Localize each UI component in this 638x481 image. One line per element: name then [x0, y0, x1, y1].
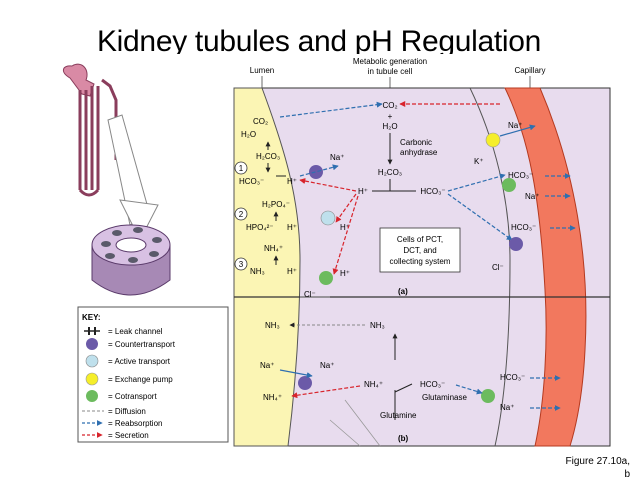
- panel-b-label: (b): [398, 434, 409, 443]
- carbonic-anhydrase-line1: Carbonic: [400, 138, 432, 147]
- key-item-leak-channel: = Leak channel: [108, 327, 163, 336]
- nh3-lumen-b: NH₃: [265, 321, 280, 330]
- step-3-marker: [234, 257, 248, 271]
- co2-cell: CO₂: [382, 101, 397, 110]
- cells-info-line3: collecting system: [390, 257, 451, 266]
- cotransport-b: [481, 389, 495, 403]
- key-title: KEY:: [82, 313, 101, 322]
- lumen-co2: CO₂: [253, 117, 268, 126]
- key-item-secretion: = Secretion: [108, 431, 149, 440]
- hco3-basolateral-2: HCO₃⁻: [511, 223, 536, 232]
- step-3-number: 3: [239, 260, 244, 269]
- panel-a-label: (a): [398, 287, 408, 296]
- glutamine-label: Glutamine: [380, 411, 417, 420]
- lumen-region: [233, 87, 301, 447]
- na-capillary-b: Na⁺: [500, 403, 514, 412]
- active-transport-h: [320, 210, 336, 226]
- metabolic-header-line1: Metabolic generation: [353, 57, 427, 66]
- lumen-header: Lumen: [250, 66, 274, 75]
- cotransport-h-cl: [319, 271, 333, 285]
- key-countertransport-icon: [86, 338, 98, 350]
- caption-line2: b: [624, 469, 630, 480]
- nh4-lumen-b: NH₄⁺: [263, 393, 282, 402]
- cells-info-line1: Cells of PCT,: [397, 235, 443, 244]
- countertransport-na-h: [309, 165, 323, 179]
- lumen-h2co3: H₂CO₃: [256, 152, 280, 161]
- na-basolateral-1: Na⁺: [508, 121, 522, 130]
- panel-a: CO₂ + H₂O Carbonic anhydrase H₂CO₃ H⁺ HC…: [234, 101, 576, 299]
- h-apical-3: H⁺: [340, 269, 350, 278]
- hco3-cell: HCO₃⁻: [420, 187, 445, 196]
- h-ion-cell: H⁺: [358, 187, 368, 196]
- panel-b: NH₃ NH₃ Na⁺ Na⁺ NH₄⁺ NH₄⁺ HCO₃⁻ Glutamin…: [260, 321, 561, 443]
- lumen-nh3: NH₃: [250, 267, 265, 276]
- lumen-h2po4: H₂PO₄⁻: [262, 200, 290, 209]
- hco3-basolateral-1: HCO₃⁻: [508, 171, 533, 180]
- key-exchange-pump-icon: [85, 372, 99, 386]
- cotransport-na-hco3: [502, 178, 516, 192]
- key-item-active-transport: = Active transport: [108, 357, 171, 366]
- key-item-diffusion: = Diffusion: [108, 407, 146, 416]
- caption-line1: Figure 27.10a,: [565, 456, 631, 467]
- lumen-h-ion-1: H⁺: [287, 177, 297, 186]
- lumen-hco3: HCO₃⁻: [239, 177, 264, 186]
- key-active-transport-icon: [85, 354, 99, 368]
- lumen-hpo4: HPO₄²⁻: [246, 223, 274, 232]
- lumen-h2o: H₂O: [241, 130, 256, 139]
- cells-info-line2: DCT, and: [403, 246, 436, 255]
- nh4-cell-b: NH₄⁺: [364, 380, 383, 389]
- na-cell-b: Na⁺: [320, 361, 334, 370]
- tubule-cross-section: [91, 224, 171, 296]
- carbonic-anhydrase-line2: anhydrase: [400, 148, 438, 157]
- step-1-marker: [234, 161, 248, 175]
- na-lumen-b: Na⁺: [260, 361, 274, 370]
- cells-info-box: [379, 227, 461, 273]
- key-leak-channel-icon: [84, 327, 100, 335]
- lumen-nh4: NH₄⁺: [264, 244, 283, 253]
- key-item-exchange-pump: = Exchange pump: [108, 375, 173, 384]
- exchange-pump: [485, 132, 501, 148]
- figure-caption: Figure 27.10a, b: [566, 455, 631, 481]
- nh3-cell-b: NH₃: [370, 321, 385, 330]
- key-cotransport-icon: [86, 390, 98, 402]
- plus-sign: +: [388, 112, 393, 121]
- h-apical-2: H⁺: [340, 223, 350, 232]
- lumen-h-ion-3: H⁺: [287, 267, 297, 276]
- countertransport-b: [298, 376, 312, 390]
- h2o-cell: H₂O: [382, 122, 397, 131]
- hco3-capillary-b: HCO₃⁻: [500, 373, 525, 382]
- h2co3-cell: H₂CO₃: [378, 168, 402, 177]
- glutaminase-label: Glutaminase: [422, 393, 467, 402]
- metabolic-header-line2: in tubule cell: [368, 67, 413, 76]
- cl-basolateral: Cl⁻: [492, 263, 504, 272]
- capillary-header: Capillary: [514, 66, 545, 75]
- hco3-cell-b: HCO₃⁻: [420, 380, 445, 389]
- lumen-h-ion-2: H⁺: [287, 223, 297, 232]
- page-title: Kidney tubules and pH Regulation: [96, 25, 542, 54]
- step-2-number: 2: [239, 210, 244, 219]
- na-basolateral-2: Na⁺: [525, 192, 539, 201]
- step-1-number: 1: [239, 164, 244, 173]
- na-apical: Na⁺: [330, 153, 344, 162]
- key-item-cotransport: = Cotransport: [108, 392, 157, 401]
- key-item-reabsorption: = Reabsorption: [108, 419, 162, 428]
- countertransport-hco3-cl: [509, 237, 523, 251]
- nephron-illustration: [63, 63, 159, 242]
- k-basolateral: K⁺: [474, 157, 484, 166]
- key-item-countertransport: = Countertransport: [108, 340, 176, 349]
- step-2-marker: [234, 207, 248, 221]
- cl-apical: Cl⁻: [304, 290, 316, 299]
- legend-key: KEY: = Leak channel = Countertransport =…: [77, 306, 229, 443]
